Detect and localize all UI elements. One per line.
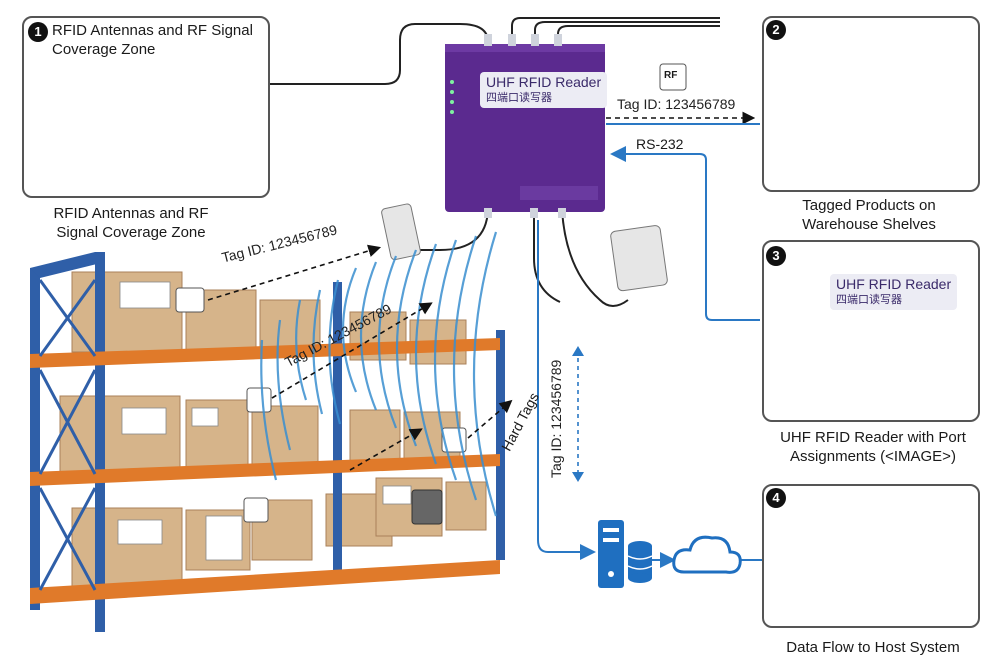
- warehouse-main-shelving: [30, 252, 505, 632]
- panel-2-caption: Tagged Products on Warehouse Shelves: [802, 197, 936, 233]
- reader-port-title-en: UHF RFID Reader: [836, 276, 952, 292]
- step-badge-1: 1: [28, 22, 48, 42]
- tag-id-to-shelves: Tag ID: 123456789: [617, 96, 736, 112]
- panel-reader-ports: [762, 240, 980, 422]
- panel-4-caption: Data Flow to Host System: [786, 639, 960, 656]
- reader-title-cn: 四端口读写器: [486, 92, 552, 104]
- rf-tag-icon: [175, 63, 687, 525]
- antenna-icon: [381, 203, 668, 292]
- step-badge-3: 3: [766, 246, 786, 266]
- reader-title-box: UHF RFID Reader 四端口读写器: [480, 72, 608, 108]
- uhf-reader-device: [445, 34, 605, 218]
- step-badge-2: 2: [766, 20, 786, 40]
- tag-id-label-vertical: Tag ID: 123456789: [548, 359, 564, 478]
- antenna-cables: [268, 17, 720, 307]
- rf-badge-label: RF: [664, 70, 678, 81]
- reader-title-en: UHF RFID Reader: [486, 74, 602, 90]
- panel-antennas: [22, 16, 270, 198]
- panel-3-caption: UHF RFID Reader with Port Assignments (<…: [780, 429, 966, 465]
- cloud-icon: [672, 535, 742, 574]
- rf-coverage-waves: [260, 231, 498, 517]
- step-badge-4: 4: [766, 488, 786, 508]
- panel-1-title: RFID Antennas and RF Signal Coverage Zon…: [52, 22, 253, 58]
- panel-host-system: [762, 484, 980, 628]
- server-icon: [598, 520, 624, 588]
- database-icon: [627, 541, 653, 583]
- reader-port-title-cn: 四端口读写器: [836, 294, 902, 306]
- reader-port-title-box: UHF RFID Reader 四端口读写器: [830, 274, 958, 310]
- panel-shelves: [762, 16, 980, 192]
- antenna-caption: RFID Antennas and RF Signal Coverage Zon…: [53, 205, 209, 241]
- rs232-label: RS-232: [636, 136, 684, 152]
